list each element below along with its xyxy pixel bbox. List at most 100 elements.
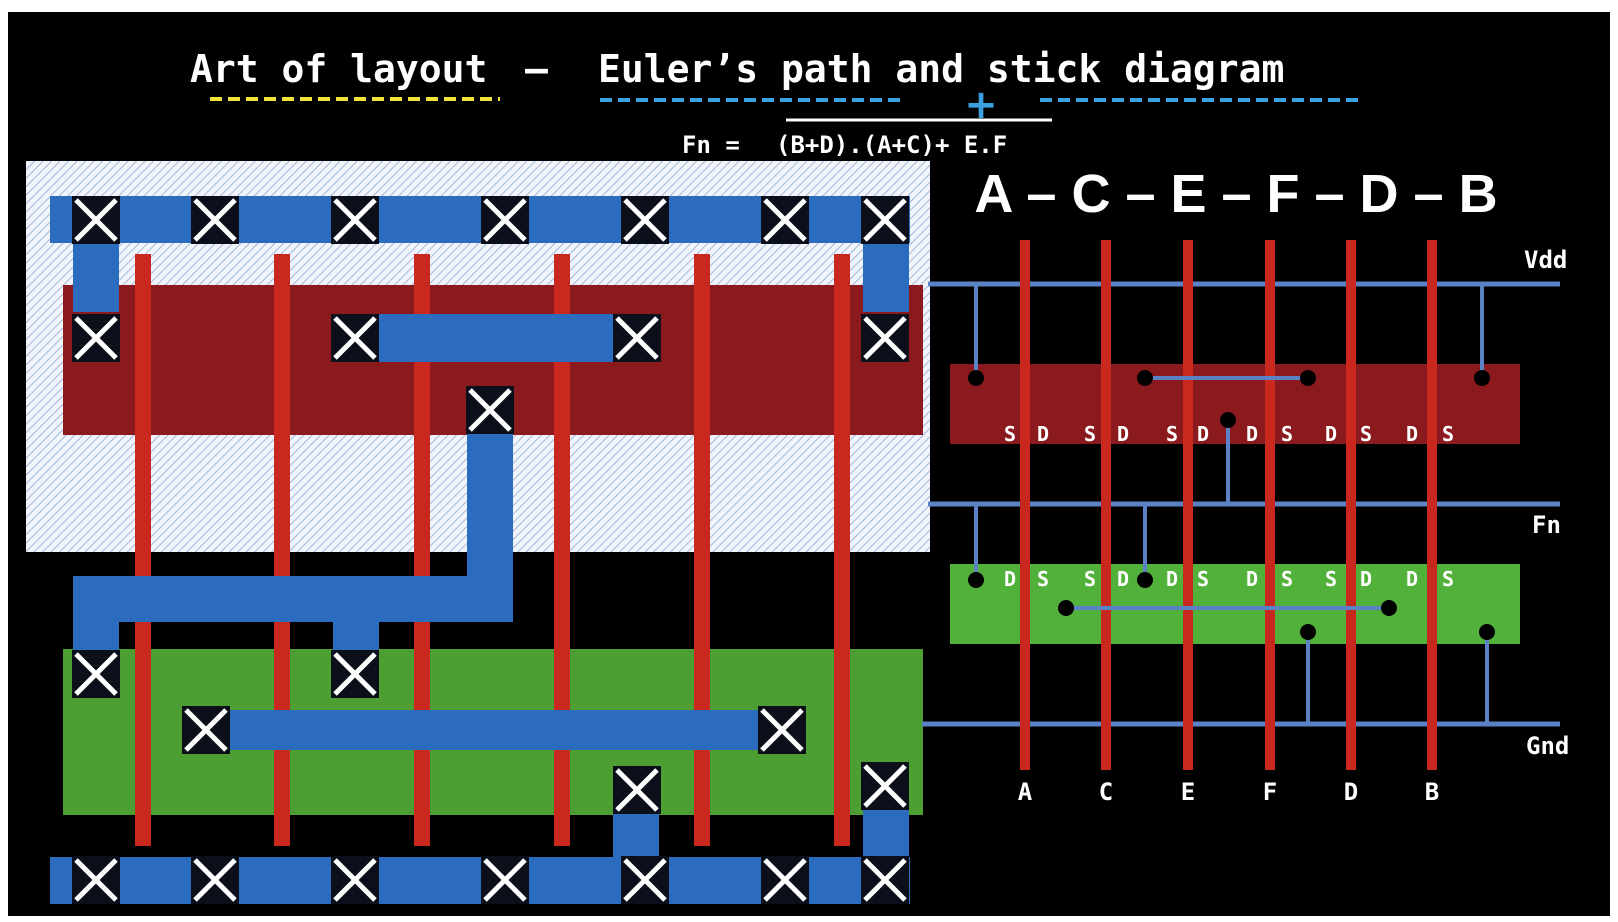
stick-poly-line (1427, 240, 1437, 770)
stick-poly-line (1265, 240, 1275, 770)
contact-cut (761, 856, 809, 904)
gate-label: F (1263, 778, 1277, 806)
contact-dot (1479, 624, 1495, 640)
contact-cut (761, 196, 809, 244)
pmos-sd-label: D (1246, 422, 1258, 446)
poly-gate (135, 254, 151, 846)
contact-cut (182, 706, 230, 754)
pmos-sd-label: D (1406, 422, 1418, 446)
gate-label: A (1018, 778, 1033, 806)
nmos-sd-label: D (1246, 567, 1258, 591)
poly-gate (414, 254, 430, 846)
metal-strap (73, 238, 119, 312)
contact-dot (968, 370, 984, 386)
vdd-label: Vdd (1524, 246, 1567, 274)
contact-dot (1381, 600, 1397, 616)
contact-dot (1058, 600, 1074, 616)
contact-cut (613, 766, 661, 814)
contact-dot (1220, 412, 1236, 428)
fn-label: Fn (1532, 511, 1561, 539)
output-metal (73, 576, 513, 622)
stick-poly-line (1346, 240, 1356, 770)
metal-strap (190, 710, 790, 750)
formula-lhs: Fn = (682, 131, 754, 159)
pmos-sd-label: S (1442, 422, 1454, 446)
nmos-sd-label: D (1406, 567, 1418, 591)
contact-cut (758, 706, 806, 754)
formula-rhs: (B+D).(A+C)+ E.F (776, 131, 1007, 159)
pmos-sd-label: S (1166, 422, 1178, 446)
poly-gate (834, 254, 850, 846)
poly-gate (694, 254, 710, 846)
metal-strap (863, 800, 909, 865)
nmos-sd-label: D (1360, 567, 1372, 591)
contact-cut (72, 650, 120, 698)
nmos-sd-label: S (1442, 567, 1454, 591)
contact-cut (613, 314, 661, 362)
contact-cut (861, 856, 909, 904)
stick-poly-line (1183, 240, 1193, 770)
contact-dot (1300, 370, 1316, 386)
title-dash: – (525, 47, 548, 91)
pmos-sd-label: D (1325, 422, 1337, 446)
contact-cut (331, 856, 379, 904)
euler-path-sequence: A – C – E – F – D – B (974, 164, 1497, 224)
contact-cut (191, 196, 239, 244)
stick-rails (922, 281, 1560, 727)
stick-poly-line (1101, 240, 1111, 770)
pmos-sd-label: S (1004, 422, 1016, 446)
stick-connections (974, 284, 1489, 724)
poly-gate (554, 254, 570, 846)
layout-contacts (72, 196, 909, 904)
metal-strap (863, 238, 909, 312)
contact-dot (968, 572, 984, 588)
n-diffusion-stick (950, 564, 1520, 644)
layout-poly-gates (135, 254, 850, 846)
nmos-sd-label: S (1197, 567, 1209, 591)
contact-dot (1300, 624, 1316, 640)
title-part2: Euler’s path and stick diagram (598, 47, 1284, 91)
contact-cut (72, 856, 120, 904)
contact-cut (481, 856, 529, 904)
contact-dot (1474, 370, 1490, 386)
contact-cut (466, 386, 514, 434)
gate-label: D (1344, 778, 1358, 806)
contact-dot (1137, 370, 1153, 386)
pmos-sd-label: S (1084, 422, 1096, 446)
pmos-sd-label: D (1117, 422, 1129, 446)
nmos-sd-label: D (1117, 567, 1129, 591)
title-part1: Art of layout (190, 47, 487, 91)
contact-cut (331, 314, 379, 362)
contact-cut (191, 856, 239, 904)
gate-label: C (1099, 778, 1113, 806)
nmos-sd-label: S (1037, 567, 1049, 591)
stick-poly-gates (1020, 240, 1437, 770)
contact-dot (1137, 572, 1153, 588)
contact-cut (861, 314, 909, 362)
contact-cut (861, 196, 909, 244)
stick-contact-dots (968, 370, 1495, 640)
pmos-sd-label: S (1281, 422, 1293, 446)
contact-cut (72, 314, 120, 362)
contact-cut (621, 196, 669, 244)
metal-strap (335, 314, 635, 362)
nmos-sd-label: S (1281, 567, 1293, 591)
nmos-sd-label: D (1166, 567, 1178, 591)
pmos-sd-label: S (1360, 422, 1372, 446)
gate-label: B (1425, 778, 1439, 806)
nmos-sd-label: S (1084, 567, 1096, 591)
poly-gate (274, 254, 290, 846)
nmos-sd-label: D (1004, 567, 1016, 591)
pmos-sd-label: D (1037, 422, 1049, 446)
contact-cut (621, 856, 669, 904)
contact-cut (72, 196, 120, 244)
contact-cut (331, 196, 379, 244)
contact-cut (331, 650, 379, 698)
contact-cut (481, 196, 529, 244)
contact-cut (861, 762, 909, 810)
gate-label: E (1181, 778, 1195, 806)
